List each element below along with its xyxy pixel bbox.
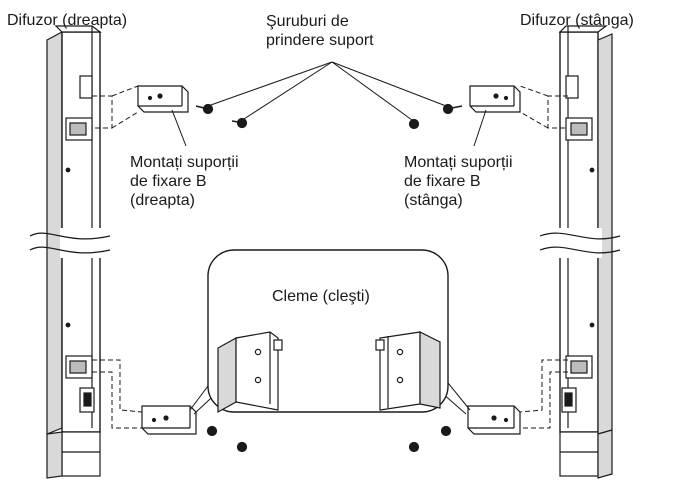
clamp-right <box>375 331 441 411</box>
label-mount-right-line1: Montați suporții <box>130 154 239 171</box>
label-speaker-left-text: Difuzor (stânga) <box>520 12 634 29</box>
label-speaker-left: Difuzor (stânga) <box>520 11 634 30</box>
guide-lines-left <box>519 85 568 429</box>
bracket-lower-left <box>467 405 521 435</box>
screws-left <box>408 103 463 453</box>
label-mount-left-line1: Montați suporții <box>404 154 513 171</box>
label-clamps-text: Cleme (cleşti) <box>272 288 370 305</box>
bracket-lower-right <box>141 405 197 435</box>
label-mount-right: Montați suporții de fixare B (dreapta) <box>130 153 239 210</box>
label-screws-line1: Şuruburi de <box>266 13 349 30</box>
guide-lines-right <box>92 85 143 429</box>
label-mount-left: Montați suporții de fixare B (stânga) <box>404 153 513 210</box>
clamp-left <box>217 331 283 414</box>
label-mount-left-line2: de fixare B <box>404 173 481 190</box>
speaker-left-illustration <box>539 25 621 479</box>
speaker-right-illustration <box>29 25 111 479</box>
label-screws: Şuruburi de prindere suport <box>266 12 374 50</box>
bracket-upper-right <box>137 85 189 113</box>
label-clamps: Cleme (cleşti) <box>272 287 370 306</box>
clamps-callout <box>207 249 449 414</box>
label-mount-left-line3: (stânga) <box>404 192 463 209</box>
bracket-upper-left <box>469 85 521 113</box>
screws-right <box>195 103 248 453</box>
label-speaker-right-text: Difuzor (dreapta) <box>7 12 128 29</box>
label-mount-right-line2: de fixare B <box>130 173 207 190</box>
label-mount-right-line3: (dreapta) <box>130 192 195 209</box>
label-screws-line2: prindere suport <box>266 32 374 49</box>
label-speaker-right: Difuzor (dreapta) <box>7 11 127 30</box>
